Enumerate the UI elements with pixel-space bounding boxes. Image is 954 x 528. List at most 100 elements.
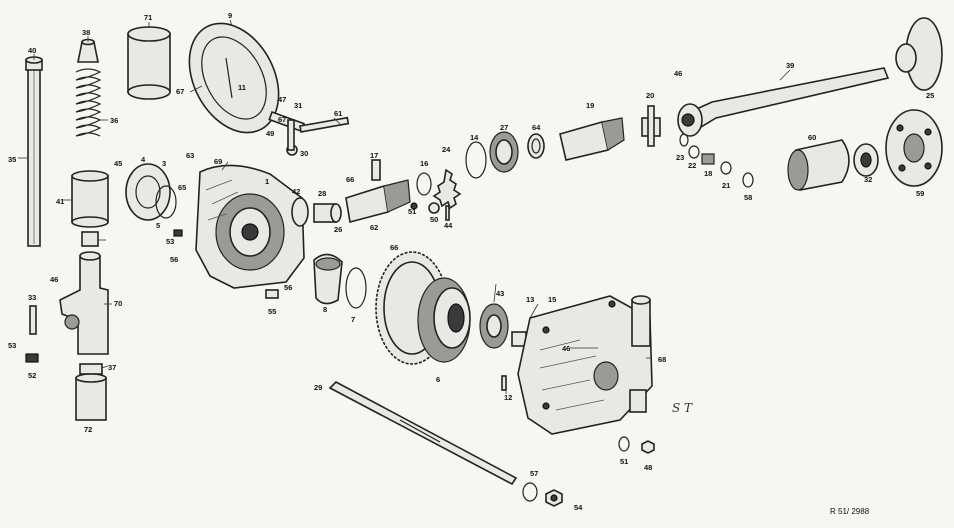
label-19: 19: [586, 101, 594, 110]
label-36: 36: [110, 116, 118, 125]
label-39: 39: [786, 61, 794, 70]
label-32: 32: [864, 175, 872, 184]
label-54: 54: [574, 503, 583, 512]
shaft-35: [27, 67, 41, 247]
label-3: 3: [162, 159, 166, 168]
label-70: 70: [114, 299, 122, 308]
label-51b: 51: [620, 457, 628, 466]
brake-lever-30: [268, 110, 305, 156]
label-38: 38: [82, 28, 90, 37]
washers-16-24: [416, 168, 462, 210]
spring-36: [75, 68, 102, 137]
casing-69: [195, 164, 305, 289]
label-57: 57: [530, 469, 538, 478]
label-64: 64: [532, 123, 541, 132]
label-71: 71: [144, 13, 152, 22]
label-26: 26: [334, 225, 342, 234]
gasket-5: [155, 185, 177, 219]
label-30: 30: [300, 149, 308, 158]
label-16: 16: [420, 159, 428, 168]
nut-54: [545, 489, 563, 507]
label-69: 69: [214, 157, 222, 166]
nut-32: [853, 143, 879, 177]
label-45: 45: [114, 159, 122, 168]
label-46b: 46: [674, 69, 682, 78]
label-35: 35: [8, 155, 16, 164]
label-42: 42: [292, 187, 300, 196]
label-68: 68: [658, 355, 666, 364]
part-labels: 1 3 4 5 6 7 8 9 11 12 13 14 15 16 17 18 …: [8, 11, 934, 512]
bolt-17: [371, 159, 381, 181]
leader-lines: [18, 19, 791, 394]
label-6: 6: [436, 375, 440, 384]
ring-64: [527, 133, 545, 159]
label-60: 60: [808, 133, 816, 142]
bearing-43: [479, 303, 509, 349]
label-48: 48: [644, 463, 652, 472]
label-47: 47: [278, 95, 286, 104]
label-1: 1: [265, 177, 269, 186]
label-56b: 56: [284, 283, 292, 292]
label-51a: 51: [408, 207, 416, 216]
signature-mark: S T: [672, 401, 693, 415]
disc-59: [885, 109, 943, 187]
label-17: 17: [370, 151, 378, 160]
axle-29: [328, 381, 518, 486]
label-18: 18: [704, 169, 712, 178]
label-11: 11: [238, 83, 246, 92]
label-33: 33: [28, 293, 36, 302]
label-37: 37: [108, 363, 116, 372]
pin-61: [299, 116, 350, 133]
stud-12: [501, 375, 507, 391]
label-46a: 46: [50, 275, 58, 284]
label-55: 55: [268, 307, 276, 316]
flange-25: [895, 17, 943, 91]
yoke-19: [559, 117, 625, 161]
label-27: 27: [500, 123, 508, 132]
brake-shoes-9: [188, 22, 280, 134]
label-13: 13: [526, 295, 534, 304]
label-14: 14: [470, 133, 479, 142]
label-40: 40: [28, 46, 36, 55]
label-24: 24: [442, 145, 451, 154]
ring-14: [465, 141, 487, 179]
label-66a: 66: [346, 175, 354, 184]
label-31: 31: [294, 101, 302, 110]
label-25: 25: [926, 91, 934, 100]
label-43: 43: [496, 289, 504, 298]
label-4: 4: [141, 155, 146, 164]
label-67b: 67: [278, 115, 286, 124]
pinion-62: [345, 179, 411, 223]
small-parts-50-51-44: [410, 202, 450, 221]
housing-70: [59, 251, 109, 355]
sleeve-72: [75, 373, 107, 421]
label-53a: 53: [8, 341, 16, 350]
drive-shaft-39: [677, 67, 890, 137]
washer-57: [522, 482, 538, 502]
label-20: 20: [646, 91, 654, 100]
label-61: 61: [334, 109, 342, 118]
hub-6: [417, 277, 471, 363]
label-66b: 66: [390, 243, 398, 252]
cover-60: [787, 139, 850, 191]
label-41: 41: [56, 197, 64, 206]
label-52: 52: [28, 371, 36, 380]
small-parts-51-48: [618, 436, 655, 454]
label-28: 28: [318, 189, 326, 198]
label-58: 58: [744, 193, 752, 202]
label-29: 29: [314, 383, 322, 392]
bearing-27: [489, 131, 519, 173]
label-46c: 46: [562, 344, 570, 353]
label-59: 59: [916, 189, 924, 198]
label-56a: 56: [170, 255, 178, 264]
label-22: 22: [688, 161, 696, 170]
label-23: 23: [676, 153, 684, 162]
label-50: 50: [430, 215, 438, 224]
reference-code: R 51/ 2988: [830, 507, 870, 516]
label-21: 21: [722, 181, 730, 190]
label-9: 9: [228, 11, 232, 20]
nut-52: [25, 353, 39, 363]
flange-4: [125, 163, 171, 221]
label-63: 63: [186, 151, 194, 160]
ring-37: [79, 363, 103, 375]
